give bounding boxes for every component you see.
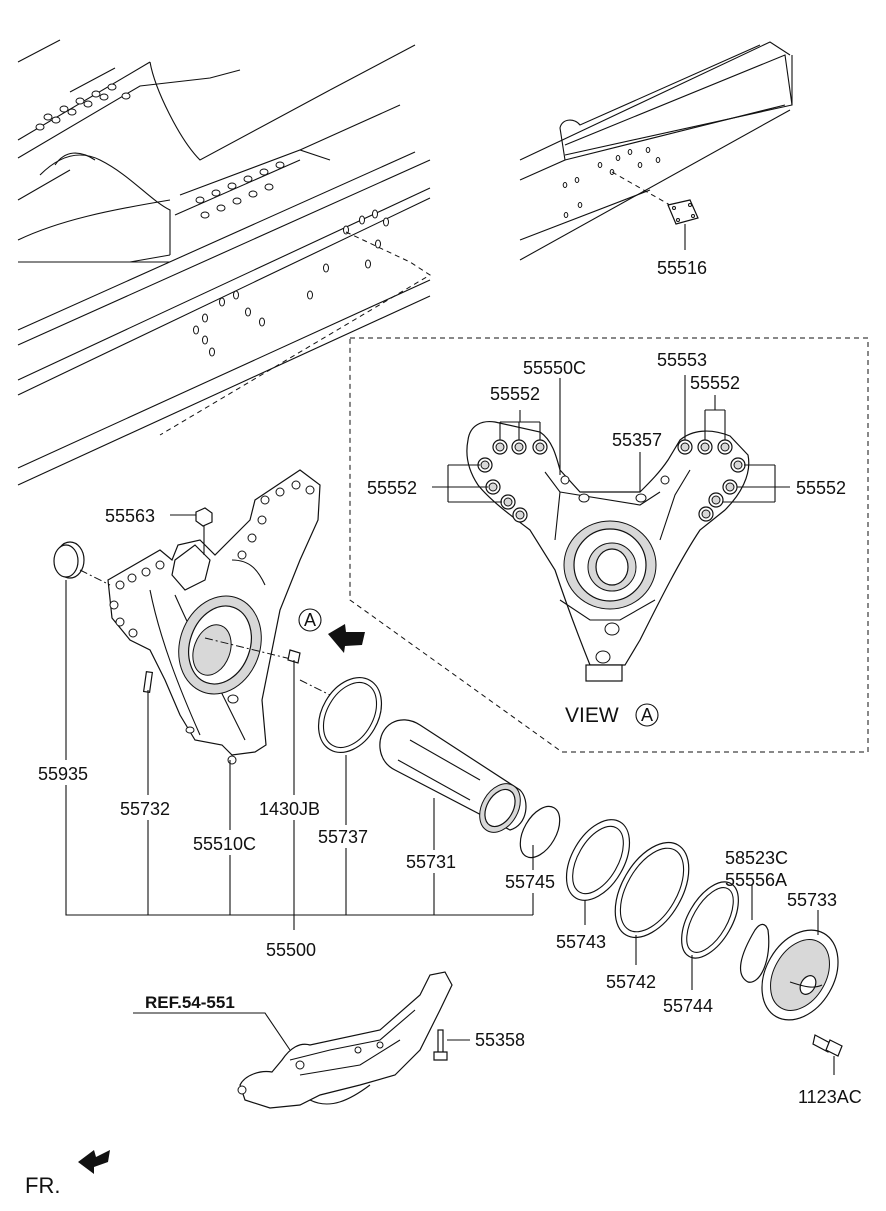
- label-55743: 55743: [556, 932, 606, 952]
- frame-holes: [35, 83, 389, 357]
- view-a-arrow: A: [298, 608, 365, 653]
- subframe-ref: [237, 971, 453, 1109]
- view-a-marker: A: [635, 703, 659, 727]
- label-55552-top-left: 55552: [490, 384, 540, 404]
- crossmember-holes: [562, 147, 661, 218]
- label-55552-left: 55552: [367, 478, 417, 498]
- label-55550c: 55550C: [523, 358, 586, 378]
- seal-55745: [519, 805, 561, 859]
- bolt-holes-left: [477, 439, 548, 523]
- pin-55732: [142, 671, 154, 693]
- axis-line-1: [299, 679, 331, 696]
- ring-55742: [614, 841, 690, 939]
- view-a-bracket: [466, 420, 750, 682]
- bracket-55510c: [107, 469, 321, 765]
- plate-55516: [667, 199, 699, 225]
- svg-text:A: A: [641, 705, 653, 725]
- label-55552-top-right: 55552: [690, 373, 740, 393]
- oring-55737: [317, 677, 383, 753]
- label-55744: 55744: [663, 996, 713, 1016]
- assembly-leaders: [65, 580, 819, 990]
- front-direction: FR.: [25, 1150, 110, 1198]
- label-ref-54-551: REF.54-551: [145, 993, 235, 1012]
- view-a-box: [349, 337, 869, 753]
- label-55358: 55358: [475, 1030, 525, 1050]
- crossmember-rail: [519, 41, 793, 261]
- svg-text:A: A: [304, 610, 316, 630]
- ref-leader: [133, 1012, 291, 1051]
- bolt-1123ac: [812, 1034, 843, 1075]
- bracket-bolt-holes: [109, 480, 315, 638]
- label-55500: 55500: [266, 940, 316, 960]
- label-1123ac: 1123AC: [798, 1087, 862, 1107]
- label-55935: 55935: [38, 764, 88, 784]
- label-55733: 55733: [787, 890, 837, 910]
- sleeve-55731: [379, 719, 527, 833]
- ring-55743: [565, 819, 631, 901]
- cover-55733: [761, 929, 839, 1021]
- bolt-55358: [433, 1029, 470, 1061]
- circlip-55556a: [740, 923, 770, 983]
- label-55563: 55563: [105, 506, 155, 526]
- label-1430jb: 1430JB: [259, 799, 320, 819]
- label-55556a: 55556A: [725, 870, 787, 890]
- label-55731: 55731: [406, 852, 456, 872]
- view-a-title: VIEW: [565, 704, 619, 727]
- label-55742: 55742: [606, 972, 656, 992]
- label-55553: 55553: [657, 350, 707, 370]
- label-55516: 55516: [657, 258, 707, 278]
- label-55732: 55732: [120, 799, 170, 819]
- label-55357: 55357: [612, 430, 662, 450]
- nut-55563: [170, 507, 213, 555]
- ring-55744: [681, 881, 739, 959]
- label-55510c: 55510C: [193, 834, 256, 854]
- plug-55935: [53, 541, 111, 586]
- label-fr: FR.: [25, 1173, 60, 1198]
- pin-1430jb: [287, 649, 301, 664]
- label-55737: 55737: [318, 827, 368, 847]
- label-55552-right: 55552: [796, 478, 846, 498]
- view-a-leaders: [432, 375, 790, 503]
- vehicle-frame-rail: [17, 39, 431, 486]
- label-58523c: 58523C: [725, 848, 788, 868]
- label-55745: 55745: [505, 872, 555, 892]
